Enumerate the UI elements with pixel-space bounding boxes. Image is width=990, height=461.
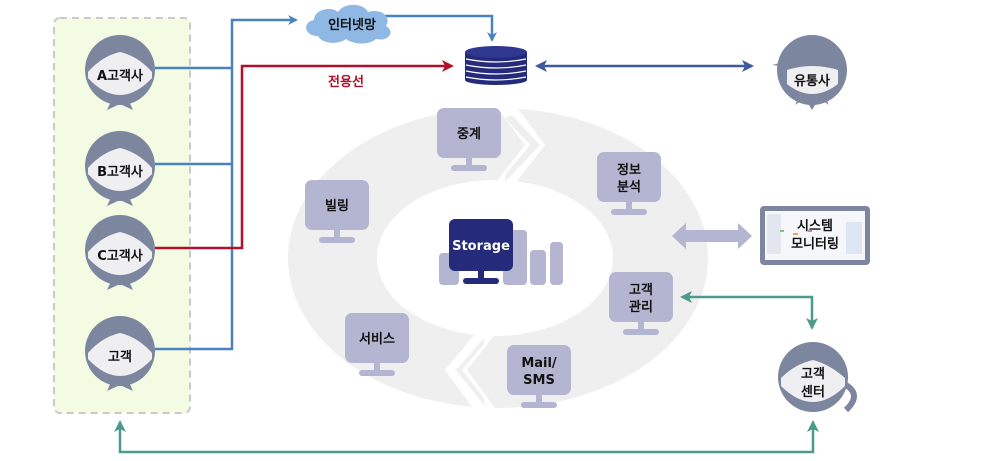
module-billing[interactable]: 빌링 <box>305 180 369 243</box>
storage-label: Storage <box>452 239 510 254</box>
module-label-line: 분석 <box>617 180 641 195</box>
module-label-line: 서비스 <box>359 332 395 347</box>
line-dedicated <box>155 60 454 250</box>
module-mail-sms[interactable]: Mail/SMS <box>507 345 571 408</box>
module-label-line: SMS <box>523 373 555 388</box>
module-label-line: 관리 <box>629 299 653 315</box>
client-label: B고객사 <box>97 164 143 180</box>
client-2[interactable]: B고객사 <box>85 131 155 206</box>
database-icon <box>465 46 527 85</box>
client-3[interactable]: C고객사 <box>85 215 155 290</box>
system-monitoring-line: 시스템 <box>797 219 833 234</box>
connection-lines <box>114 14 819 454</box>
client-label: A고객사 <box>97 68 143 84</box>
monitor-icon <box>597 152 661 202</box>
module-label: Mail/SMS <box>521 356 557 388</box>
module-service[interactable]: 서비스 <box>345 313 409 376</box>
cloud-icon <box>306 4 391 44</box>
monitor-icon <box>507 345 571 395</box>
module-label-line: Mail/ <box>521 356 557 371</box>
module-label-line: 빌링 <box>325 199 349 214</box>
system-monitoring-line: 모니터링 <box>791 236 839 252</box>
module-label-line: 고객 <box>629 282 653 298</box>
monitor-icon <box>345 313 409 363</box>
distributor-label: 유통사 <box>794 73 830 89</box>
cloud-label: 인터넷망 <box>328 17 376 33</box>
line-client-center-loop <box>114 420 819 454</box>
headset-phone-icon <box>843 382 857 413</box>
module-relay[interactable]: 중계 <box>437 108 501 171</box>
customer-center-line: 센터 <box>801 384 825 400</box>
storage-monitor-icon <box>449 219 513 271</box>
monitor-icon <box>437 108 501 158</box>
module-label-line: 중계 <box>457 127 481 142</box>
monitor-icon <box>609 272 673 322</box>
module-label: 서비스 <box>359 332 395 347</box>
distributor-node: 유통사 <box>772 35 847 110</box>
client-label: 고객 <box>108 349 132 365</box>
internet-cloud: 인터넷망 <box>306 4 391 44</box>
customer-center-line: 고객 <box>801 366 825 382</box>
monitor-icon <box>305 180 369 230</box>
module-label-line: 정보 <box>617 162 641 178</box>
storage-server: Storage <box>439 219 563 285</box>
dedicated-line-label: 전용선 <box>328 74 364 90</box>
line-internet-uplink <box>155 15 298 351</box>
module-label: 빌링 <box>325 199 349 214</box>
client-1[interactable]: A고객사 <box>85 35 155 110</box>
client-label: C고객사 <box>97 248 142 264</box>
client-4[interactable]: 고객 <box>85 316 155 391</box>
line-custmgmt-center <box>680 291 818 330</box>
monitoring-double-arrow <box>672 223 752 249</box>
line-internet-to-db <box>385 14 497 42</box>
module-label: 중계 <box>457 127 481 142</box>
